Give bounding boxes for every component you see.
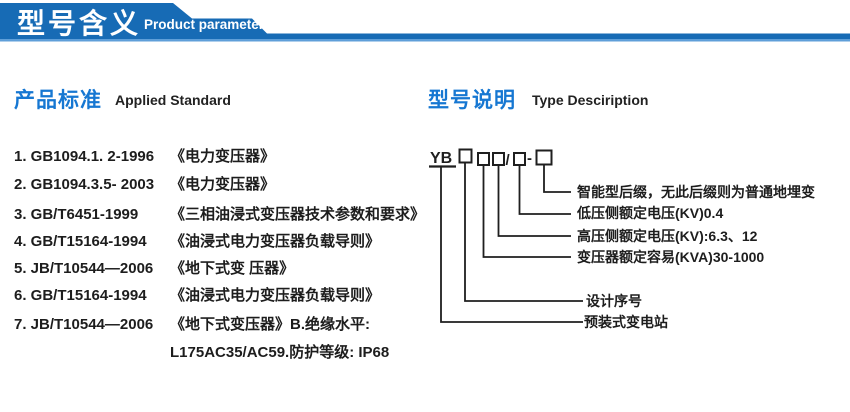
standard-code: 7. JB/T10544—2006 [14, 316, 154, 333]
standard-item: 7. JB/T10544—2006 《地下式变压器》B.绝缘水平: [14, 315, 370, 335]
standard-name: 《电力变压器》 [170, 148, 276, 165]
code-box-lv [513, 152, 526, 166]
label-lv-voltage: 低压侧额定电压(KV)0.4 [577, 205, 724, 221]
standard-name: 《三相油浸式变压器技术参数和要求》 [170, 206, 426, 223]
code-box-hv [492, 152, 505, 166]
standard-item: 5. JB/T10544—2006 《地下式变 压器》 [14, 259, 294, 279]
label-smart-suffix: 智能型后缀，无此后缀则为普通地埋变 [577, 184, 815, 200]
type-description-title-en: Type Desciription [532, 92, 649, 108]
header-banner [0, 3, 850, 42]
label-hv-voltage: 高压侧额定电压(KV):6.3、12 [577, 228, 758, 244]
connector-design [464, 163, 583, 302]
standard-code: 5. JB/T10544—2006 [14, 260, 154, 277]
page-subtitle: Product parameters [144, 17, 272, 32]
connector-hv [497, 165, 571, 237]
standard-item: 2. GB1094.3.5- 2003 《电力变压器》 [14, 175, 275, 195]
code-box-suffix [535, 149, 553, 166]
connector-prefix [440, 167, 583, 323]
applied-standard-title-en: Applied Standard [115, 92, 231, 108]
standard-item: 4. GB/T15164-1994 《油浸式电力变压器负载导则》 [14, 232, 380, 252]
standard-item: 6. GB/T15164-1994 《油浸式电力变压器负载导则》 [14, 286, 380, 306]
standard-code: 4. GB/T15164-1994 [14, 233, 147, 250]
standard-code: 1. GB1094.1. 2-1996 [14, 148, 155, 165]
standard-name: 《电力变压器》 [170, 176, 276, 193]
standard-code: 6. GB/T15164-1994 [14, 287, 147, 304]
code-prefix-text: YB [430, 150, 452, 167]
standard-code: 2. GB1094.3.5- 2003 [14, 176, 155, 193]
label-design-serial: 设计序号 [586, 293, 642, 309]
standard-name: 《油浸式电力变压器负载导则》 [170, 287, 381, 304]
code-box-design [458, 148, 473, 164]
code-slash-text: / [506, 152, 511, 169]
connector-suffix [543, 165, 571, 193]
connector-capacity [482, 165, 571, 258]
applied-standard-title: 产品标准 [14, 89, 102, 112]
standard-item: 1. GB1094.1. 2-1996 《电力变压器》 [14, 147, 275, 167]
standard-name: 《地下式变压器》B.绝缘水平: [170, 316, 370, 333]
standard-name: 《地下式变 压器》 [170, 260, 295, 277]
type-description-title: 型号说明 [428, 89, 516, 112]
standard-item-continuation: L175AC35/AC59.防护等级: IP68 [170, 344, 390, 361]
banner-shape-dark [0, 3, 850, 39]
page-title: 型号含义 [17, 8, 142, 39]
connector-lv [518, 165, 571, 215]
standard-item: 3. GB/T6451-1999 《三相油浸式变压器技术参数和要求》 [14, 205, 425, 225]
standard-name: 《油浸式电力变压器负载导则》 [170, 233, 381, 250]
code-box-capacity [477, 152, 490, 166]
label-rated-capacity: 变压器额定容易(KVA)30-1000 [577, 249, 765, 265]
type-code-diagram: YB / - [429, 148, 583, 323]
label-prefabricated-substation: 预装式变电站 [584, 314, 668, 330]
code-dash-text: - [527, 150, 532, 167]
banner-edge-light [0, 39, 850, 42]
standard-code: 3. GB/T6451-1999 [14, 206, 139, 223]
